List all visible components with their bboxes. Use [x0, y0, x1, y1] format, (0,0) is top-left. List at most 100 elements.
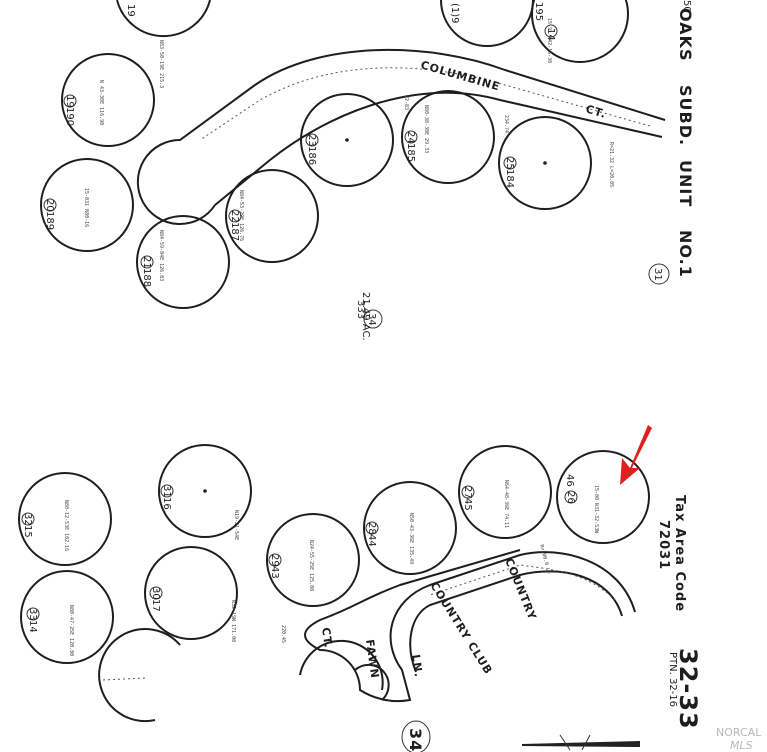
street-country: COUNTRY: [502, 556, 539, 622]
svg-text:SUBD.: SUBD.: [676, 85, 695, 146]
svg-text:15-00 N31-32-53W: 15-00 N31-32-53W: [593, 485, 599, 534]
lot-20: 20 189: [40, 158, 134, 252]
survey-annotations-lower: N80-12-53E 102.16 N80-47-25E 120.00 N19-…: [63, 480, 552, 656]
svg-text:N50-43-36E 135.49: N50-43-36E 135.49: [408, 513, 414, 564]
lot-31-id: 31: [161, 485, 172, 498]
svg-text:34: 34: [406, 728, 425, 752]
lot-22-id: 22: [229, 210, 240, 223]
lot-20-id: 20: [44, 199, 55, 212]
lot-31: 31 16: [158, 444, 252, 538]
lot-28: 28 44: [363, 481, 457, 575]
lot-30: 30 17: [144, 546, 238, 640]
lot-24: 24 185: [401, 90, 495, 184]
lot-26-value: 46: [564, 474, 575, 487]
lot-32-id: 32: [22, 513, 33, 526]
lot-partial-top-left-label: 19: [125, 4, 136, 17]
lot-14-value-top: 195: [533, 2, 544, 21]
svg-text:R=100.0 L=: R=100.0 L=: [538, 544, 552, 575]
survey-annotations-upper: N83-50-19E 215.3 N 43-30E 116.90 15-031 …: [83, 40, 614, 281]
lot-33: 33 14: [20, 570, 114, 664]
street-fawn: FAWN: [363, 639, 381, 680]
svg-text:PTN. 32-16: PTN. 32-16: [667, 652, 678, 707]
lot-32: 32 15: [18, 472, 112, 566]
lot-27-value: 45: [462, 498, 473, 511]
svg-text:R=21.32 L=20.05: R=21.32 L=20.05: [608, 142, 614, 187]
svg-text:72-83: 72-83: [403, 95, 409, 110]
svg-text:N19-21-54E: N19-21-54E: [233, 510, 239, 540]
parcel-34-bottom: 34: [401, 720, 431, 752]
lot-27-id: 27: [462, 486, 473, 499]
lot-30-id: 30: [150, 587, 161, 600]
street-columbine-ct: CT.: [584, 102, 608, 121]
lot-partial-top-mid: (1)9: [440, 0, 534, 47]
columbine-road: [136, 48, 666, 225]
lot-25-value: 184: [504, 169, 515, 188]
svg-text:Tax Area Code: Tax Area Code: [672, 495, 687, 612]
country-club-road: [299, 549, 636, 703]
svg-text:220.45: 220.45: [280, 625, 286, 643]
svg-text:NORCAL: NORCAL: [716, 726, 762, 739]
map-title: OAKS SUBD. UNIT NO.1: [676, 8, 695, 278]
lot-29-value: 43: [269, 566, 280, 579]
watermark-logo: NORCAL MLS: [716, 726, 762, 752]
north-arrow: [522, 734, 640, 751]
svg-text:N 43-30E 116.90: N 43-30E 116.90: [98, 80, 104, 125]
lot-14-circle: 195 14 15-91 N42-16-30: [531, 0, 629, 63]
street-fawn-ln: LN.: [409, 654, 425, 679]
lot-28-id: 28: [366, 522, 377, 535]
lot-22-value: 187: [229, 222, 240, 241]
lot-24-value: 185: [405, 143, 416, 162]
svg-text:333: 333: [355, 300, 366, 319]
lot-29-id: 29: [269, 554, 280, 567]
top-fragment-text: 50: [681, 0, 692, 13]
svg-text:31: 31: [652, 268, 663, 281]
lot-31-value: 16: [161, 497, 172, 510]
lot-partial-bottom: [98, 628, 181, 723]
svg-text:N80-47-25E 120.00: N80-47-25E 120.00: [68, 605, 74, 656]
lot-23-value: 186: [306, 146, 317, 165]
parcel-34-label: 34 333 21.49 AC.: [355, 292, 383, 341]
lot-23-id: 23: [306, 134, 317, 147]
lot-33-value: 14: [27, 620, 38, 633]
svg-text:234.74: 234.74: [503, 115, 509, 133]
lot-28-value: 44: [366, 534, 377, 547]
lot-27: 27 45: [458, 445, 552, 539]
page-ref-31: 31: [648, 263, 670, 285]
map-number: 32-33 PTN. 32-16: [667, 648, 702, 730]
svg-text:N24-55-25E 125.08: N24-55-25E 125.08: [308, 540, 314, 591]
lot-33-id: 33: [27, 608, 38, 621]
svg-text:72031: 72031: [656, 520, 671, 570]
lot-25-id: 25: [504, 157, 515, 170]
svg-text:N84-59-04E 126.83: N84-59-04E 126.83: [158, 230, 164, 281]
lot-22: 22 187: [225, 169, 319, 263]
lot-partial-top-left: 19: [116, 0, 211, 38]
svg-text:34: 34: [366, 313, 377, 326]
svg-text:N84-53-29E 126.76: N84-53-29E 126.76: [238, 190, 244, 241]
lot-20-value: 189: [44, 211, 55, 230]
lot-26-id: 26: [565, 491, 576, 504]
lot-30-value: 17: [150, 599, 161, 612]
lot-26: 26 46 15-00 N31-32-53W: [556, 450, 650, 544]
lot-21-id: 21: [141, 256, 152, 269]
lot-29: 29 43: [266, 513, 360, 607]
svg-text:NO.1: NO.1: [676, 230, 695, 278]
svg-text:N80-12-53E 102.16: N80-12-53E 102.16: [63, 500, 69, 551]
lot-19: 19 190: [61, 53, 155, 147]
lot-21-value: 188: [141, 268, 152, 287]
svg-text:N83-50-19E 215.3: N83-50-19E 215.3: [158, 40, 164, 88]
svg-text:32-33: 32-33: [674, 648, 702, 730]
lot-21: 21 188: [136, 215, 230, 309]
lot-partial-top-mid-label: (1)9: [449, 3, 460, 24]
lot-32-value: 15: [22, 525, 33, 538]
lot-19-value: 190: [64, 107, 75, 126]
lot-14-id: 14: [545, 28, 556, 41]
tax-area: Tax Area Code 72031: [656, 495, 687, 612]
svg-text:N64-48-36E 74.11: N64-48-36E 74.11: [503, 480, 509, 528]
red-arrow-marker: [620, 425, 652, 485]
svg-text:UNIT: UNIT: [676, 160, 695, 207]
lot-23: 23 186: [300, 93, 394, 187]
svg-text:OAKS: OAKS: [676, 8, 695, 61]
lot-25: 25 184: [498, 116, 592, 210]
svg-text:21.49 AC.: 21.49 AC.: [360, 292, 371, 341]
